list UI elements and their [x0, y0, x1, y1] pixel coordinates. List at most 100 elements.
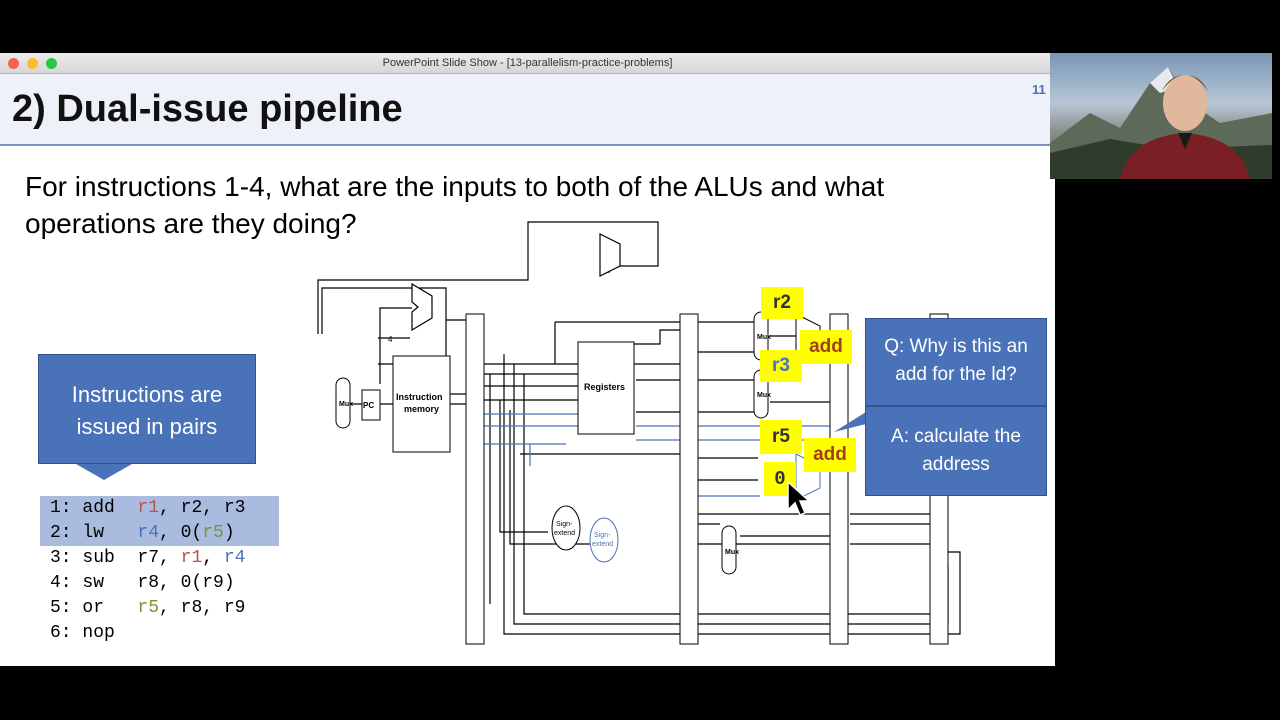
pc-adder — [411, 282, 433, 332]
pipeline-register-ex-mem — [829, 313, 849, 645]
code-operand: r8 — [137, 573, 160, 593]
answer-box: A: calculate the address — [865, 406, 1047, 496]
mouse-cursor-icon — [787, 480, 811, 516]
qa-question-line-1: Q: Why is this an — [884, 336, 1028, 357]
code-operand: r9 — [202, 573, 224, 593]
code-separator: , — [159, 548, 181, 568]
question-line-1: For instructions 1-4, what are the input… — [25, 171, 885, 202]
slide-title: 2) Dual-issue pipeline — [12, 88, 403, 130]
slide: 2) Dual-issue pipeline 11 For instructio… — [0, 74, 1055, 666]
code-operand: r9 — [223, 598, 246, 618]
code-opcode: add — [82, 498, 115, 518]
code-line: 3: sub r7, r1, r4 — [40, 546, 279, 571]
instruction-memory — [392, 355, 451, 453]
code-line-number: 5: — [50, 598, 72, 618]
code-line-number: 4: — [50, 573, 72, 593]
sign-extend-1 — [551, 505, 581, 551]
pipeline-diagram: 4 Mux PC Instruction memory Registers Si… — [317, 221, 961, 645]
register-file-label: Registers — [584, 382, 625, 392]
code-operand: r5 — [202, 523, 224, 543]
code-line: 6: nop — [40, 621, 279, 646]
code-separator: , — [202, 498, 224, 518]
code-opcode: sub — [82, 548, 115, 568]
answer-pointer — [834, 412, 866, 432]
sign-extend-1-label-2: extend — [554, 530, 575, 537]
question-line-2: operations are they doing? — [25, 208, 357, 239]
callout-box: Instructions are issued in pairs — [38, 354, 256, 464]
presenter-webcam — [1050, 53, 1272, 179]
code-line: 1: add r1, r2, r3 — [40, 496, 279, 521]
diagram-wires — [317, 221, 961, 635]
callout-line-2: issued in pairs — [76, 414, 218, 439]
code-operand: r3 — [223, 498, 246, 518]
code-separator: , 0( — [159, 573, 203, 593]
code-opcode: lw — [82, 523, 105, 543]
annotation-add-1: add — [800, 330, 852, 364]
code-separator: , — [159, 498, 181, 518]
code-separator: , — [202, 598, 224, 618]
register-file — [577, 341, 635, 435]
code-line-number: 1: — [50, 498, 72, 518]
pc-label: PC — [363, 401, 374, 410]
presenter-video-icon — [1050, 67, 1272, 179]
sign-extend-2-label-2: extend — [592, 541, 613, 548]
pc-register — [361, 389, 381, 421]
annotation-r5: r5 — [760, 420, 802, 454]
code-opcode: or — [82, 598, 105, 618]
code-operand: r4 — [137, 523, 160, 543]
slide-question: For instructions 1-4, what are the input… — [25, 168, 1035, 242]
writeback-mux-label: Mux — [725, 549, 739, 556]
code-operand: r2 — [180, 498, 203, 518]
pc-mux — [335, 377, 351, 429]
callout-tail — [76, 464, 132, 480]
code-opcode: sw — [82, 573, 105, 593]
code-line: 2: lw r4, 0(r5) — [40, 521, 279, 546]
const-four-label: 4 — [388, 335, 393, 344]
alu1-input-mux-label: Mux — [757, 334, 771, 341]
qa-question-line-2: add for the ld? — [895, 364, 1017, 385]
close-window-button[interactable] — [8, 58, 19, 69]
code-separator: ) — [223, 573, 235, 593]
code-operand: r8 — [180, 598, 203, 618]
callout-line-1: Instructions are — [71, 382, 223, 407]
code-operand: r5 — [137, 598, 160, 618]
code-line-number: 3: — [50, 548, 72, 568]
window-titlebar: PowerPoint Slide Show - [13-parallelism-… — [0, 53, 1055, 74]
pc-mux-label: Mux — [339, 401, 353, 408]
code-operand: r4 — [223, 548, 246, 568]
window-title: PowerPoint Slide Show - [13-parallelism-… — [382, 57, 673, 69]
annotation-r3: r3 — [760, 350, 802, 382]
minimize-window-button[interactable] — [27, 58, 38, 69]
code-operand: r1 — [180, 548, 203, 568]
instruction-memory-label-2: memory — [404, 404, 439, 414]
slide-number: 11 — [1032, 82, 1046, 97]
code-separator: , — [159, 598, 181, 618]
code-separator: , — [202, 548, 224, 568]
alu2-input-mux-label: Mux — [757, 392, 771, 399]
writeback-mux — [721, 525, 737, 575]
pipeline-register-id-ex — [679, 313, 699, 645]
code-separator: ) — [223, 523, 235, 543]
code-separator: , 0( — [159, 523, 203, 543]
slide-header: 2) Dual-issue pipeline 11 — [0, 74, 1055, 146]
pipeline-register-if-id — [465, 313, 485, 645]
maximize-window-button[interactable] — [46, 58, 57, 69]
qa-answer-line-1: A: calculate the — [891, 426, 1021, 447]
sign-extend-2-label-1: Sign- — [594, 532, 611, 539]
sign-extend-2 — [589, 517, 619, 563]
instruction-memory-label-1: Instruction — [396, 392, 443, 402]
code-operand: r7 — [137, 548, 160, 568]
code-line: 4: sw r8, 0(r9) — [40, 571, 279, 596]
code-opcode: nop — [82, 623, 115, 643]
annotation-r2: r2 — [761, 287, 803, 319]
code-line-number: 6: — [50, 623, 72, 643]
question-box: Q: Why is this an add for the ld? — [865, 318, 1047, 406]
qa-answer-line-2: address — [922, 454, 990, 475]
code-operand: r1 — [137, 498, 160, 518]
sign-extend-1-label-1: Sign- — [556, 521, 573, 528]
annotation-add-2: add — [804, 438, 856, 472]
code-line-number: 2: — [50, 523, 72, 543]
code-line: 5: or r5, r8, r9 — [40, 596, 279, 621]
branch-adder — [599, 233, 621, 277]
